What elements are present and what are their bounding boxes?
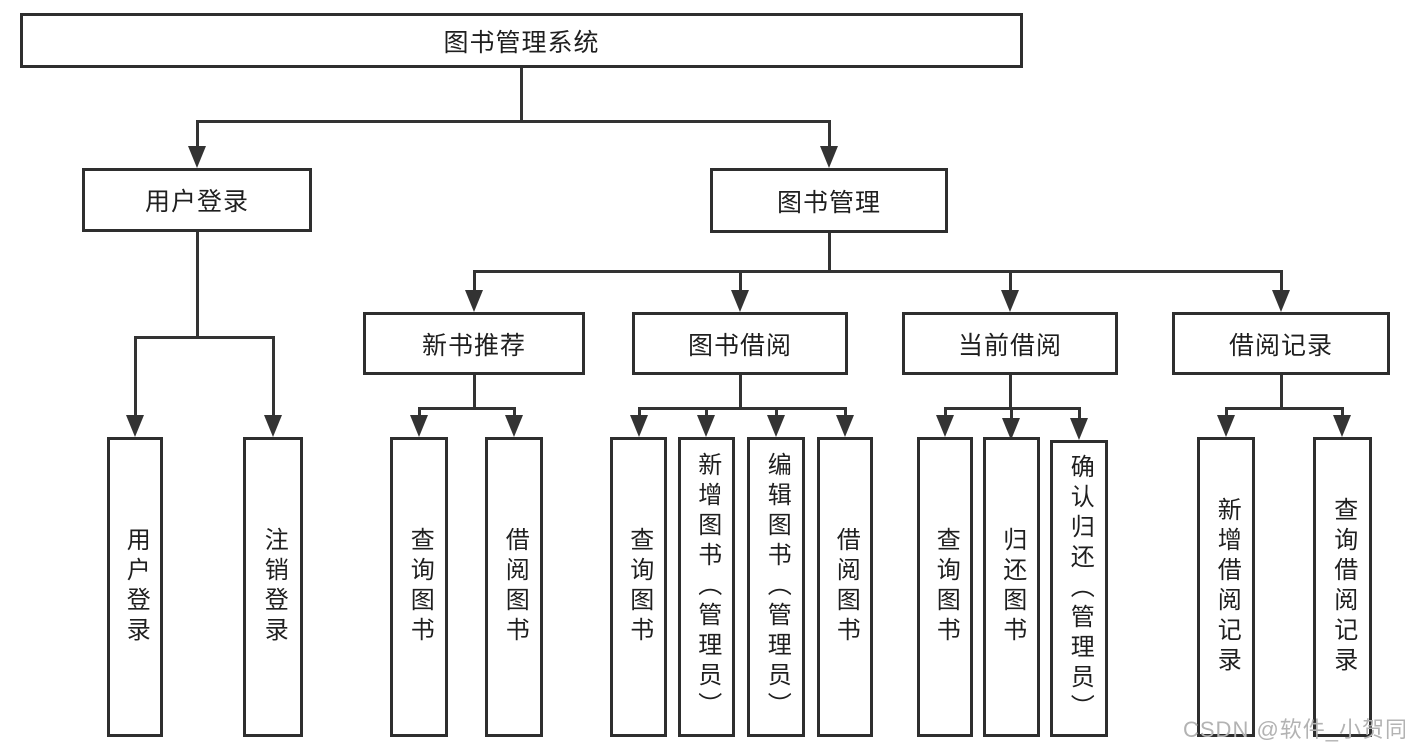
connector-stub bbox=[828, 233, 831, 273]
arrow-down-icon bbox=[1002, 418, 1020, 440]
node-label: 借阅图书 bbox=[832, 527, 860, 647]
arrow-down-icon bbox=[936, 415, 954, 437]
connector-drop bbox=[1280, 270, 1283, 290]
arrow-down-icon bbox=[505, 415, 523, 437]
arrow-down-icon bbox=[465, 290, 483, 312]
connector-drop bbox=[196, 120, 199, 146]
arrow-down-icon bbox=[836, 415, 854, 437]
arrow-down-icon bbox=[731, 290, 749, 312]
connector-drop bbox=[134, 336, 137, 415]
node-label: 用户登录 bbox=[144, 188, 249, 216]
connector-drop bbox=[739, 270, 742, 290]
connector-bar bbox=[196, 120, 831, 123]
node-label: 新书推荐 bbox=[421, 331, 526, 360]
connector-bar bbox=[1225, 407, 1344, 410]
arrow-down-icon bbox=[630, 415, 648, 437]
arrow-down-icon bbox=[126, 415, 144, 437]
connector-drop bbox=[844, 407, 847, 415]
connector-stub bbox=[1009, 375, 1012, 410]
connector-bar bbox=[473, 270, 1283, 273]
connector-drop bbox=[944, 407, 947, 415]
leaf-nbr-borrow-books: 借阅图书 bbox=[485, 437, 543, 737]
node-label: 图书管理系统 bbox=[443, 28, 600, 57]
node-label: 查询图书 bbox=[406, 527, 434, 647]
connector-drop bbox=[1010, 407, 1013, 418]
node-label: 查询借阅记录 bbox=[1329, 497, 1357, 677]
connector-stub bbox=[196, 232, 199, 339]
node-label: 归还图书 bbox=[998, 527, 1026, 647]
connector-drop bbox=[828, 120, 831, 146]
connector-stub bbox=[473, 375, 476, 410]
arrow-down-icon bbox=[1070, 418, 1088, 440]
connector-drop bbox=[1078, 407, 1081, 418]
leaf-cb-confirm-return-admin: 确认归还（管理员） bbox=[1050, 440, 1108, 737]
leaf-user-login: 用户登录 bbox=[107, 437, 163, 737]
node-label: 查询图书 bbox=[932, 527, 960, 647]
node-library-management-system: 图书管理系统 bbox=[20, 13, 1023, 68]
connector-drop bbox=[705, 407, 708, 415]
arrow-down-icon bbox=[188, 146, 206, 168]
connector-drop bbox=[775, 407, 778, 415]
connector-stub bbox=[1280, 375, 1283, 410]
node-new-book-recommendation: 新书推荐 bbox=[363, 312, 585, 375]
node-label: 用户登录 bbox=[122, 527, 150, 647]
leaf-cb-return-books: 归还图书 bbox=[983, 437, 1040, 737]
node-user-login: 用户登录 bbox=[82, 168, 312, 232]
node-label: 图书借阅 bbox=[687, 331, 792, 360]
node-label: 借阅图书 bbox=[501, 527, 529, 647]
arrow-down-icon bbox=[767, 415, 785, 437]
node-label: 借阅记录 bbox=[1228, 331, 1333, 360]
arrow-down-icon bbox=[1272, 290, 1290, 312]
connector-drop bbox=[1225, 407, 1228, 415]
node-label: 编辑图书（管理员） bbox=[763, 452, 791, 722]
connector-drop bbox=[473, 270, 476, 290]
leaf-br-query-record: 查询借阅记录 bbox=[1313, 437, 1372, 737]
csdn-watermark: CSDN @软件_小贺同学 bbox=[1183, 717, 1405, 742]
connector-drop bbox=[418, 407, 421, 415]
leaf-bb-borrow-books: 借阅图书 bbox=[817, 437, 873, 737]
node-book-borrowing: 图书借阅 bbox=[632, 312, 848, 375]
node-label: 新增借阅记录 bbox=[1213, 497, 1241, 677]
arrow-down-icon bbox=[1001, 290, 1019, 312]
connector-drop bbox=[272, 336, 275, 415]
node-label: 查询图书 bbox=[625, 527, 653, 647]
arrow-down-icon bbox=[1333, 415, 1351, 437]
node-label: 新增图书（管理员） bbox=[693, 452, 721, 722]
leaf-bb-edit-books-admin: 编辑图书（管理员） bbox=[747, 437, 805, 737]
leaf-bb-add-books-admin: 新增图书（管理员） bbox=[678, 437, 735, 737]
node-label: 确认归还（管理员） bbox=[1066, 453, 1094, 724]
node-label: 当前借阅 bbox=[957, 331, 1062, 360]
arrow-down-icon bbox=[820, 146, 838, 168]
leaf-nbr-query-books: 查询图书 bbox=[390, 437, 448, 737]
connector-drop bbox=[638, 407, 641, 415]
arrow-down-icon bbox=[697, 415, 715, 437]
leaf-logout-login: 注销登录 bbox=[243, 437, 303, 737]
arrow-down-icon bbox=[410, 415, 428, 437]
connector-stub bbox=[739, 375, 742, 410]
node-borrowing-records: 借阅记录 bbox=[1172, 312, 1390, 375]
node-label: 注销登录 bbox=[260, 527, 288, 647]
connector-stub bbox=[520, 68, 523, 123]
arrow-down-icon bbox=[264, 415, 282, 437]
connector-drop bbox=[1009, 270, 1012, 290]
node-label: 图书管理 bbox=[776, 188, 881, 217]
connector-drop bbox=[513, 407, 516, 415]
connector-bar bbox=[418, 407, 516, 410]
node-book-management: 图书管理 bbox=[710, 168, 948, 233]
connector-bar bbox=[134, 336, 275, 339]
node-current-borrowing: 当前借阅 bbox=[902, 312, 1118, 375]
leaf-br-add-record: 新增借阅记录 bbox=[1197, 437, 1255, 737]
leaf-cb-query-books: 查询图书 bbox=[917, 437, 973, 737]
arrow-down-icon bbox=[1217, 415, 1235, 437]
connector-bar bbox=[638, 407, 847, 410]
connector-drop bbox=[1341, 407, 1344, 415]
leaf-bb-query-books: 查询图书 bbox=[610, 437, 667, 737]
